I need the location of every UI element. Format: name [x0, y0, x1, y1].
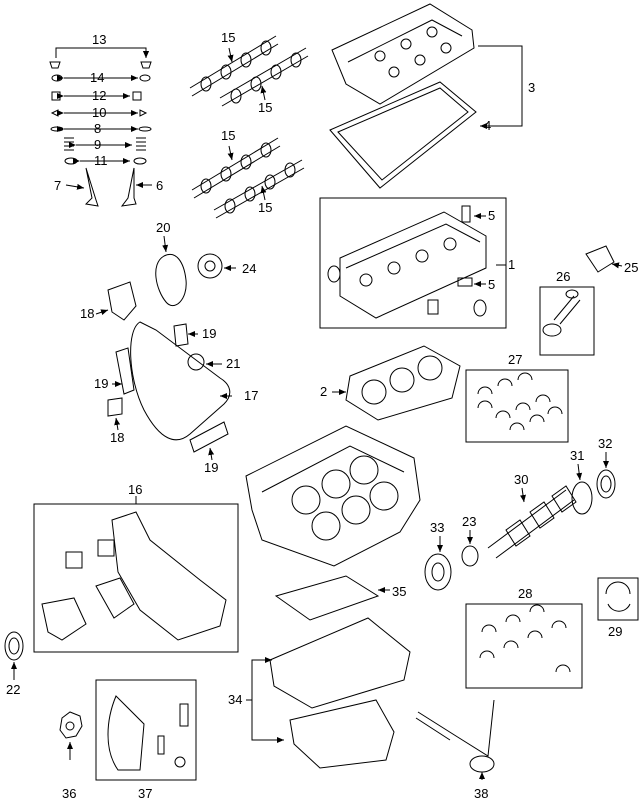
callout-37: 37: [138, 786, 152, 801]
callout-28: 28: [518, 586, 532, 601]
cylinder-head: [327, 205, 506, 319]
callout-16: 16: [128, 482, 142, 497]
callout-1: 1: [508, 257, 515, 272]
head-gasket: [332, 345, 461, 421]
piston-and-rod: [542, 245, 623, 337]
callout-15-b: 15: [258, 100, 272, 115]
camshafts: [189, 35, 309, 219]
callout-13: 13: [92, 32, 106, 47]
callout-23: 23: [462, 514, 476, 529]
callout-2: 2: [320, 384, 327, 399]
callout-27: 27: [508, 352, 522, 367]
callout-33: 33: [430, 520, 444, 535]
callout-19-middle: 19: [94, 376, 108, 391]
connecting-rod-group-box: [539, 286, 595, 356]
callout-labels: 1 2 3 4 5 5 6 7 8 9 10 11 12 13 14 15 15…: [6, 30, 638, 801]
thrust-washer-and-main-bearings: [479, 581, 631, 673]
valve-cover-and-gasket: [329, 3, 523, 189]
callout-22: 22: [6, 682, 20, 697]
callout-30: 30: [514, 472, 528, 487]
callout-38: 38: [474, 786, 488, 801]
callout-18-upper: 18: [80, 306, 94, 321]
callout-15-c: 15: [221, 128, 235, 143]
callout-5-lower: 5: [488, 277, 495, 292]
callout-25: 25: [624, 260, 638, 275]
callout-10: 10: [92, 105, 106, 120]
callout-24: 24: [242, 261, 256, 276]
callout-35: 35: [392, 584, 406, 599]
valve-train-parts: [49, 47, 152, 207]
callout-20: 20: [156, 220, 170, 235]
callout-19-lower: 19: [204, 460, 218, 475]
callout-4: 4: [484, 118, 491, 133]
crankshaft-and-seals: [424, 452, 616, 591]
timing-chain-parts: [95, 235, 236, 461]
callout-29: 29: [608, 624, 622, 639]
callout-21: 21: [226, 356, 240, 371]
callout-31: 31: [570, 448, 584, 463]
callout-15-d: 15: [258, 200, 272, 215]
callout-6: 6: [156, 178, 163, 193]
callout-3: 3: [528, 80, 535, 95]
rod-bearings-group-box: [465, 369, 569, 443]
callout-34: 34: [228, 692, 242, 707]
rod-bearings: [477, 372, 563, 431]
seals-and-oil-pump: [4, 631, 189, 771]
thrust-washer-group-box: [597, 577, 639, 621]
callout-14: 14: [90, 70, 104, 85]
callout-11: 11: [94, 153, 108, 168]
callout-15-a: 15: [221, 30, 235, 45]
callout-32: 32: [598, 436, 612, 451]
timing-cover: [41, 496, 227, 641]
engine-block: [245, 425, 421, 567]
callout-8: 8: [94, 121, 101, 136]
main-bearings-group-box: [465, 603, 583, 689]
callout-5-upper: 5: [488, 208, 495, 223]
callout-9: 9: [94, 137, 101, 152]
oil-pans-and-pickup: [246, 575, 495, 780]
callout-12: 12: [92, 88, 106, 103]
cylinder-head-group-box: [319, 197, 507, 329]
callout-17: 17: [244, 388, 258, 403]
callout-7: 7: [54, 178, 61, 193]
callout-18-lower: 18: [110, 430, 124, 445]
oil-pump-group-box: [95, 679, 197, 781]
callout-26: 26: [556, 269, 570, 284]
callout-36: 36: [62, 786, 76, 801]
callout-19-upper: 19: [202, 326, 216, 341]
